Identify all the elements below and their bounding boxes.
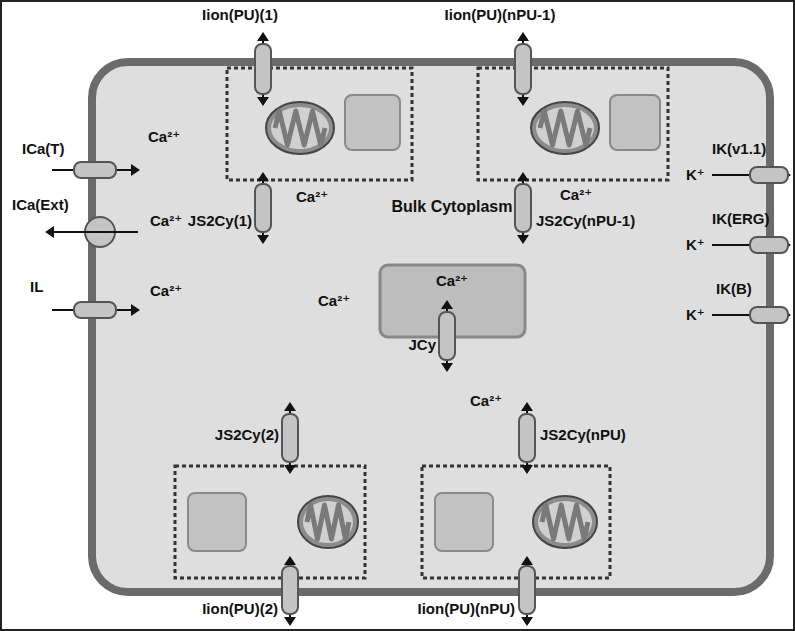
channel-symbol	[750, 237, 788, 253]
flux-label: Ca²⁺	[318, 292, 350, 310]
flux-label: JS2Cy(2)	[215, 426, 279, 444]
cell-membrane	[92, 62, 770, 592]
flux-label: K⁺	[686, 306, 705, 324]
arrow-head	[257, 172, 269, 181]
mitochondrion-symbol	[266, 102, 334, 154]
flux-label: Iion(PU)(2)	[202, 600, 278, 618]
pacemaker-unit-outline	[478, 68, 668, 180]
arrow-head	[441, 300, 453, 309]
mitochondrion-cristae	[275, 111, 325, 145]
channel-symbol	[282, 414, 298, 462]
flux-label: Ca²⁺	[560, 186, 592, 204]
channel-symbol	[515, 184, 531, 232]
arrow-head	[257, 97, 269, 106]
channel-symbol	[519, 566, 535, 614]
pacemaker-unit-outline	[175, 466, 365, 578]
flux-label: Iion(PU)(nPU-1)	[445, 6, 556, 24]
node-text: Bulk Cytoplasm	[392, 197, 513, 216]
flux-label: K⁺	[686, 166, 705, 184]
arrow-head	[45, 226, 54, 238]
mitochondrion-matrix	[303, 501, 353, 543]
sr-store-symbol	[435, 493, 493, 551]
mitochondrion-symbol	[533, 496, 597, 548]
arrow-head	[284, 465, 296, 474]
arrow-head	[517, 97, 529, 106]
channel-symbol	[515, 44, 531, 94]
channel-symbol	[750, 307, 788, 323]
channel-symbol	[255, 44, 271, 94]
channel-symbol	[282, 566, 298, 614]
central-store-box: Ca²⁺	[380, 265, 525, 337]
mitochondrion-cristae	[540, 111, 590, 145]
channel-symbol	[439, 312, 455, 360]
arrow-head	[257, 32, 269, 41]
sr-store-symbol	[345, 95, 400, 150]
mitochondrion-cristae	[542, 505, 588, 539]
flux-label: Ca²⁺	[148, 128, 180, 146]
mitochondrion-matrix	[271, 107, 329, 149]
flux-label: Ca²⁺	[296, 188, 328, 206]
sr-store-symbol	[188, 493, 246, 551]
mitochondrion-symbol	[531, 102, 599, 154]
arrow-head	[284, 556, 296, 565]
flux-label: K⁺	[686, 236, 705, 254]
flux-label: Iion(PU)(nPU)	[418, 600, 515, 618]
flux-label: IK(v1.1)	[712, 140, 766, 158]
flux-label: ICa(T)	[22, 140, 65, 158]
flux-label: Ca²⁺	[150, 212, 182, 230]
mitochondrion-cristae	[307, 505, 349, 539]
arrow-head	[521, 465, 533, 474]
channel-symbol	[255, 184, 271, 232]
arrow-head	[521, 402, 533, 411]
arrow-head	[517, 32, 529, 41]
mitochondrion-matrix	[536, 107, 594, 149]
channel-symbol	[74, 302, 116, 318]
arrow-head	[257, 235, 269, 244]
node-text: Ca²⁺	[436, 271, 468, 290]
sr-store-symbol	[610, 95, 660, 150]
flux-label: JCy	[408, 336, 436, 354]
flux-label: JS2Cy(nPU-1)	[536, 212, 635, 230]
flux-label: Iion(PU)(1)	[202, 6, 278, 24]
flux-label: Ca²⁺	[150, 282, 182, 300]
arrow-head	[441, 363, 453, 372]
flux-label: ICa(Ext)	[12, 196, 69, 214]
channel-symbol	[519, 414, 535, 462]
flux-label: Ca²⁺	[470, 392, 502, 410]
pacemaker-unit-outline	[422, 466, 610, 578]
cytoplasm-region: Bulk CytoplasmCa²⁺	[92, 62, 770, 592]
arrow-head	[521, 617, 533, 626]
channel-symbol	[74, 162, 116, 178]
arrow-head	[517, 235, 529, 244]
arrow-head	[131, 164, 140, 176]
arrow-head	[517, 172, 529, 181]
arrow-head	[284, 617, 296, 626]
arrow-head	[284, 402, 296, 411]
channel-symbol	[750, 167, 788, 183]
arrow-head	[131, 304, 140, 316]
flux-label: IL	[30, 278, 43, 296]
mitochondrion-matrix	[538, 501, 592, 543]
flux-label: IK(ERG)	[712, 210, 770, 228]
flux-arrow	[50, 231, 138, 233]
mitochondrion-symbol	[298, 496, 358, 548]
flux-label: JS2Cy(nPU)	[540, 426, 626, 444]
arrow-head	[521, 556, 533, 565]
flux-label: JS2Cy(1)	[188, 212, 252, 230]
flux-label: IK(B)	[716, 280, 752, 298]
